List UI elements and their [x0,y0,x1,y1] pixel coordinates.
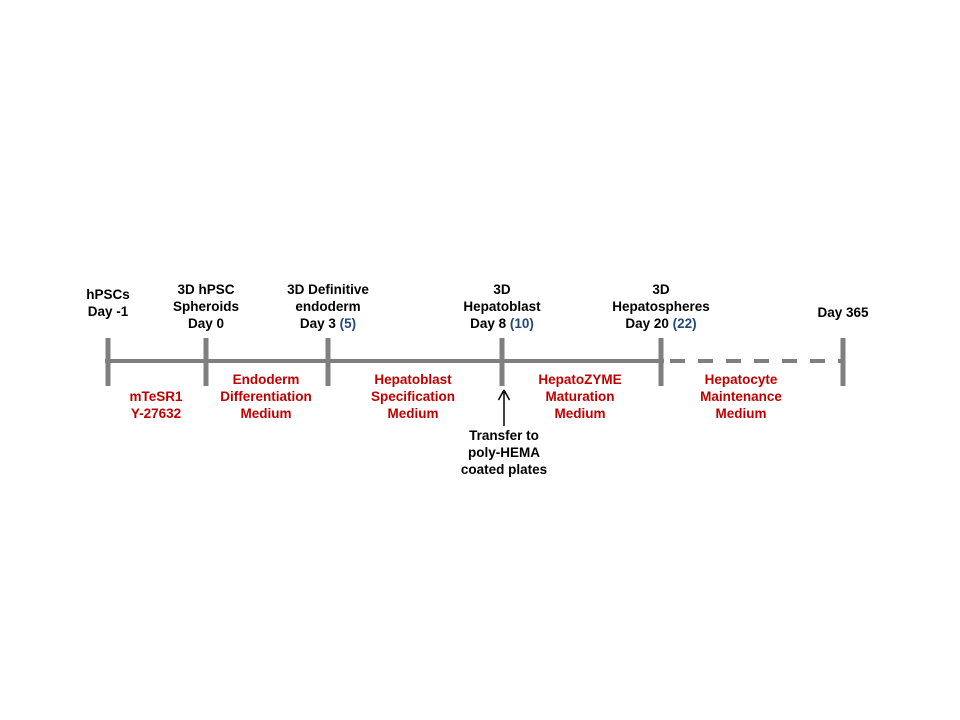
day-alt-label: (22) [672,316,697,331]
medium-line: Medium [715,406,767,421]
stage-line: Spheroids [172,299,240,314]
medium-line: Maturation [545,389,615,404]
stage-line: endoderm [295,299,361,314]
timeline-tick-day-0 [203,338,209,386]
timeline-solid-line [105,359,664,363]
medium-label-mtesr1: mTeSR1 Y-27632 [129,388,182,422]
up-arrow-icon [496,388,512,428]
stage-label-spheroids: 3D hPSC Spheroids Day 0 [173,281,239,332]
day-alt-label: (5) [339,316,357,331]
medium-line: Medium [240,406,292,421]
medium-line: Endoderm [232,372,300,387]
stage-line: hPSCs [86,287,130,302]
annotation-line: coated plates [460,462,548,477]
stage-day-line: Day 8 (10) [463,315,540,332]
medium-line: Medium [554,406,606,421]
timeline-tick-day-3 [325,338,331,386]
day-label: Day 3 [299,316,336,331]
medium-line: Hepatoblast [374,372,452,387]
stage-day-line: Day 0 [173,315,239,332]
medium-line: Hepatocyte [704,372,778,387]
timeline-dashed-line [670,359,842,363]
stage-day-line: Day 365 [817,304,868,321]
medium-line: Medium [387,406,439,421]
day-label: Day 20 [625,316,669,331]
medium-label-hepatozyme-maturation: HepatoZYME Maturation Medium [538,371,621,422]
annotation-line: poly-HEMA [468,445,540,460]
day-alt-label: (10) [509,316,534,331]
stage-label-hpscs: hPSCs Day -1 [86,286,130,320]
stage-label-day-365: Day 365 [817,304,868,321]
day-label: Day 8 [470,316,507,331]
timeline-tick-day-8 [499,338,505,386]
day-label: Day 0 [187,316,225,331]
day-label: Day -1 [87,304,129,319]
medium-line: Y-27632 [130,406,182,421]
timeline-tick-day-365 [840,338,846,386]
medium-line: Specification [370,389,456,404]
stage-line: Hepatoblast [463,299,541,314]
medium-label-hepatoblast-specification: Hepatoblast Specification Medium [371,371,455,422]
stage-label-definitive-endoderm: 3D Definitive endoderm Day 3 (5) [287,281,369,332]
stage-line: 3D Definitive [287,282,369,297]
timeline-tick-day-neg1 [105,338,111,386]
medium-label-hepatocyte-maintenance: Hepatocyte Maintenance Medium [700,371,782,422]
stage-label-hepatospheres: 3D Hepatospheres Day 20 (22) [612,281,710,332]
timeline-tick-day-20 [658,338,664,386]
stage-line: 3D [493,282,511,297]
stage-line: 3D hPSC [177,282,235,297]
annotation-line: Transfer to [469,428,539,443]
medium-line: HepatoZYME [538,372,622,387]
stage-label-hepatoblast: 3D Hepatoblast Day 8 (10) [463,281,540,332]
medium-line: mTeSR1 [129,389,183,404]
medium-line: Maintenance [700,389,782,404]
stage-day-line: Day -1 [86,303,130,320]
day-label: Day 365 [817,305,869,320]
stage-day-line: Day 20 (22) [612,315,710,332]
stage-day-line: Day 3 (5) [287,315,369,332]
medium-label-endoderm-differentiation: Endoderm Differentiation Medium [220,371,312,422]
stage-line: 3D [652,282,670,297]
medium-line: Differentiation [220,389,312,404]
transfer-annotation: Transfer to poly-HEMA coated plates [461,427,547,478]
stage-line: Hepatospheres [612,299,710,314]
